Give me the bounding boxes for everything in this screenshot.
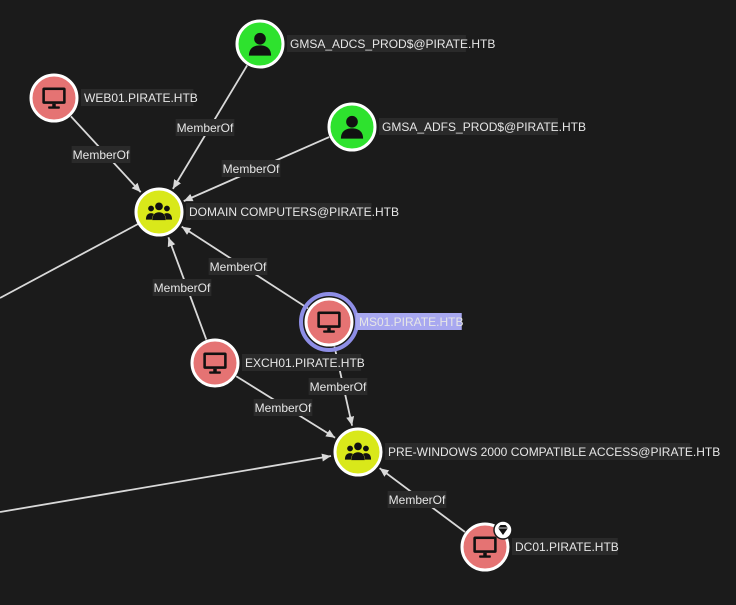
edge-label-background <box>71 146 131 163</box>
node-label: GMSA_ADCS_PROD$@PIRATE.HTB <box>290 37 495 51</box>
edge-label-background <box>387 491 447 508</box>
edge-label-text: MemberOf <box>73 148 130 162</box>
node-dc01[interactable]: DC01.PIRATE.HTB <box>460 520 619 572</box>
edge-label: MemberOf <box>308 378 368 395</box>
edges-layer <box>70 64 466 533</box>
edge-label-text: MemberOf <box>223 162 280 176</box>
edge-label: MemberOf <box>253 399 313 416</box>
edge-label-text: MemberOf <box>210 260 267 274</box>
node-label-background <box>356 313 462 330</box>
node-label: DOMAIN COMPUTERS@PIRATE.HTB <box>189 205 399 219</box>
node-domain_computers[interactable]: DOMAIN COMPUTERS@PIRATE.HTB <box>134 187 399 237</box>
node-label: PRE-WINDOWS 2000 COMPATIBLE ACCESS@PIRAT… <box>388 445 720 459</box>
node-label-background <box>512 538 618 555</box>
edge-label-background <box>208 258 268 275</box>
edge-label-background <box>152 279 212 296</box>
node-label: GMSA_ADFS_PROD$@PIRATE.HTB <box>382 120 586 134</box>
node-ms01[interactable]: MS01.PIRATE.HTB <box>299 292 463 352</box>
edge-label-text: MemberOf <box>389 493 446 507</box>
edge-label-text: MemberOf <box>310 380 367 394</box>
node-prewin2000[interactable]: PRE-WINDOWS 2000 COMPATIBLE ACCESS@PIRAT… <box>333 427 720 477</box>
node-web01[interactable]: WEB01.PIRATE.HTB <box>29 73 198 123</box>
edge-label-background <box>308 378 368 395</box>
edge-label-text: MemberOf <box>255 401 312 415</box>
edge-label-background <box>175 119 235 136</box>
edge-offscreen-domain-computers <box>0 223 139 299</box>
node-label-background <box>287 35 466 52</box>
node-label-background <box>385 443 691 460</box>
node-label: DC01.PIRATE.HTB <box>515 540 619 554</box>
edge-label: MemberOf <box>152 279 212 296</box>
edge-label: MemberOf <box>71 146 131 163</box>
edge-label: MemberOf <box>221 160 281 177</box>
edge-label-text: MemberOf <box>154 281 211 295</box>
node-label-background <box>379 118 558 135</box>
node-label: WEB01.PIRATE.HTB <box>84 91 198 105</box>
node-exch01[interactable]: EXCH01.PIRATE.HTB <box>190 338 365 388</box>
nodes-layer: GMSA_ADCS_PROD$@PIRATE.HTB WEB01.PIRATE.H… <box>29 19 720 572</box>
node-circle[interactable] <box>134 187 184 237</box>
edge-label-background <box>253 399 313 416</box>
edge-label-text: MemberOf <box>177 121 234 135</box>
node-label-background <box>242 354 362 371</box>
node-label: MS01.PIRATE.HTB <box>359 315 463 329</box>
node-gmsa_adcs[interactable]: GMSA_ADCS_PROD$@PIRATE.HTB <box>235 19 495 69</box>
edge-label: MemberOf <box>208 258 268 275</box>
edge-labels-layer: MemberOfMemberOfMemberOfMemberOfMemberOf… <box>71 119 447 508</box>
edge-label-background <box>221 160 281 177</box>
node-gmsa_adfs[interactable]: GMSA_ADFS_PROD$@PIRATE.HTB <box>327 102 586 152</box>
edge-label: MemberOf <box>387 491 447 508</box>
node-circle[interactable] <box>333 427 383 477</box>
gem-icon <box>493 520 513 540</box>
node-label-background <box>186 203 372 220</box>
edge-label: MemberOf <box>175 119 235 136</box>
node-label-background <box>81 89 194 106</box>
node-label: EXCH01.PIRATE.HTB <box>245 356 365 370</box>
edge-offscreen-prewin2000 <box>0 453 332 513</box>
